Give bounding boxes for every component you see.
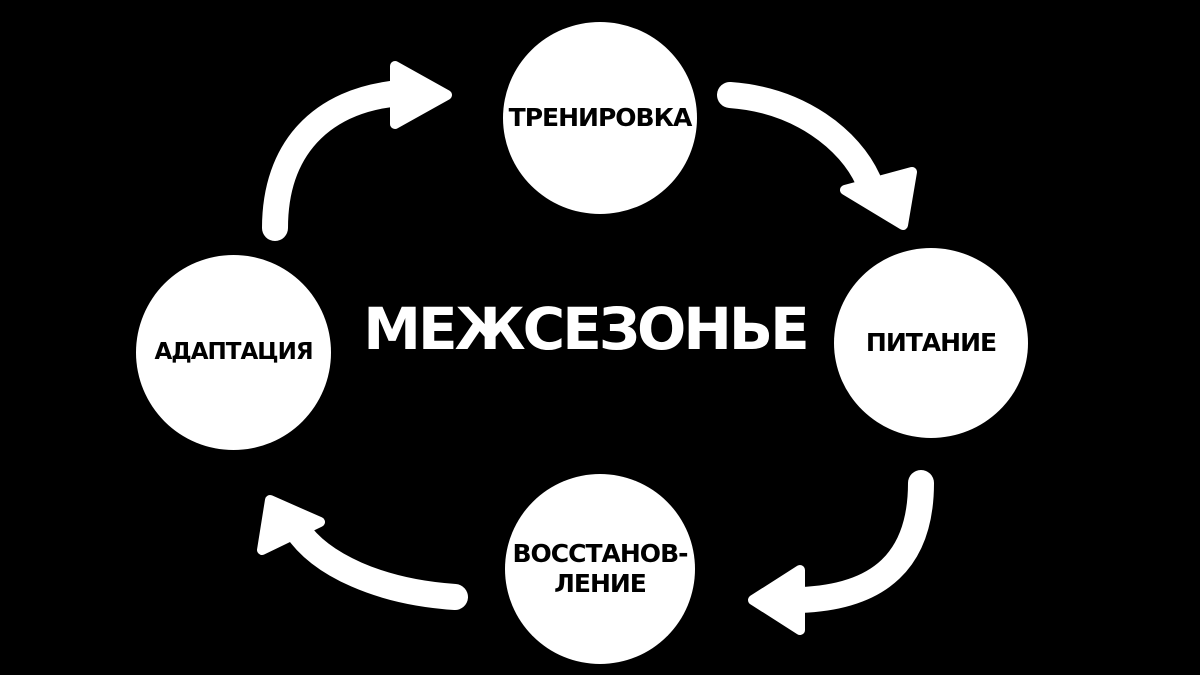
arrow-icon: [262, 61, 452, 241]
node-recovery-label-line1: ВОССТАНОВ-: [512, 538, 688, 568]
arrow-icon: [257, 495, 468, 610]
node-nutrition-label: ПИТАНИЕ: [865, 327, 997, 357]
arrow-icon: [748, 470, 934, 635]
node-adaptation-label: АДАПТАЦИЯ: [154, 339, 313, 366]
diagram-title: МЕЖСЕЗОНЬЕ: [363, 295, 809, 363]
node-training: ТРЕНИРОВКА: [503, 22, 697, 214]
node-nutrition: ПИТАНИЕ: [834, 248, 1028, 438]
node-recovery-label: ВОССТАНОВ- ЛЕНИЕ: [512, 538, 688, 600]
node-adaptation: АДАПТАЦИЯ: [136, 255, 331, 450]
node-recovery-label-line2: ЛЕНИЕ: [554, 569, 647, 598]
arrow-icon: [717, 82, 917, 230]
node-training-label: ТРЕНИРОВКА: [508, 102, 693, 132]
node-recovery: ВОССТАНОВ- ЛЕНИЕ: [505, 474, 695, 664]
